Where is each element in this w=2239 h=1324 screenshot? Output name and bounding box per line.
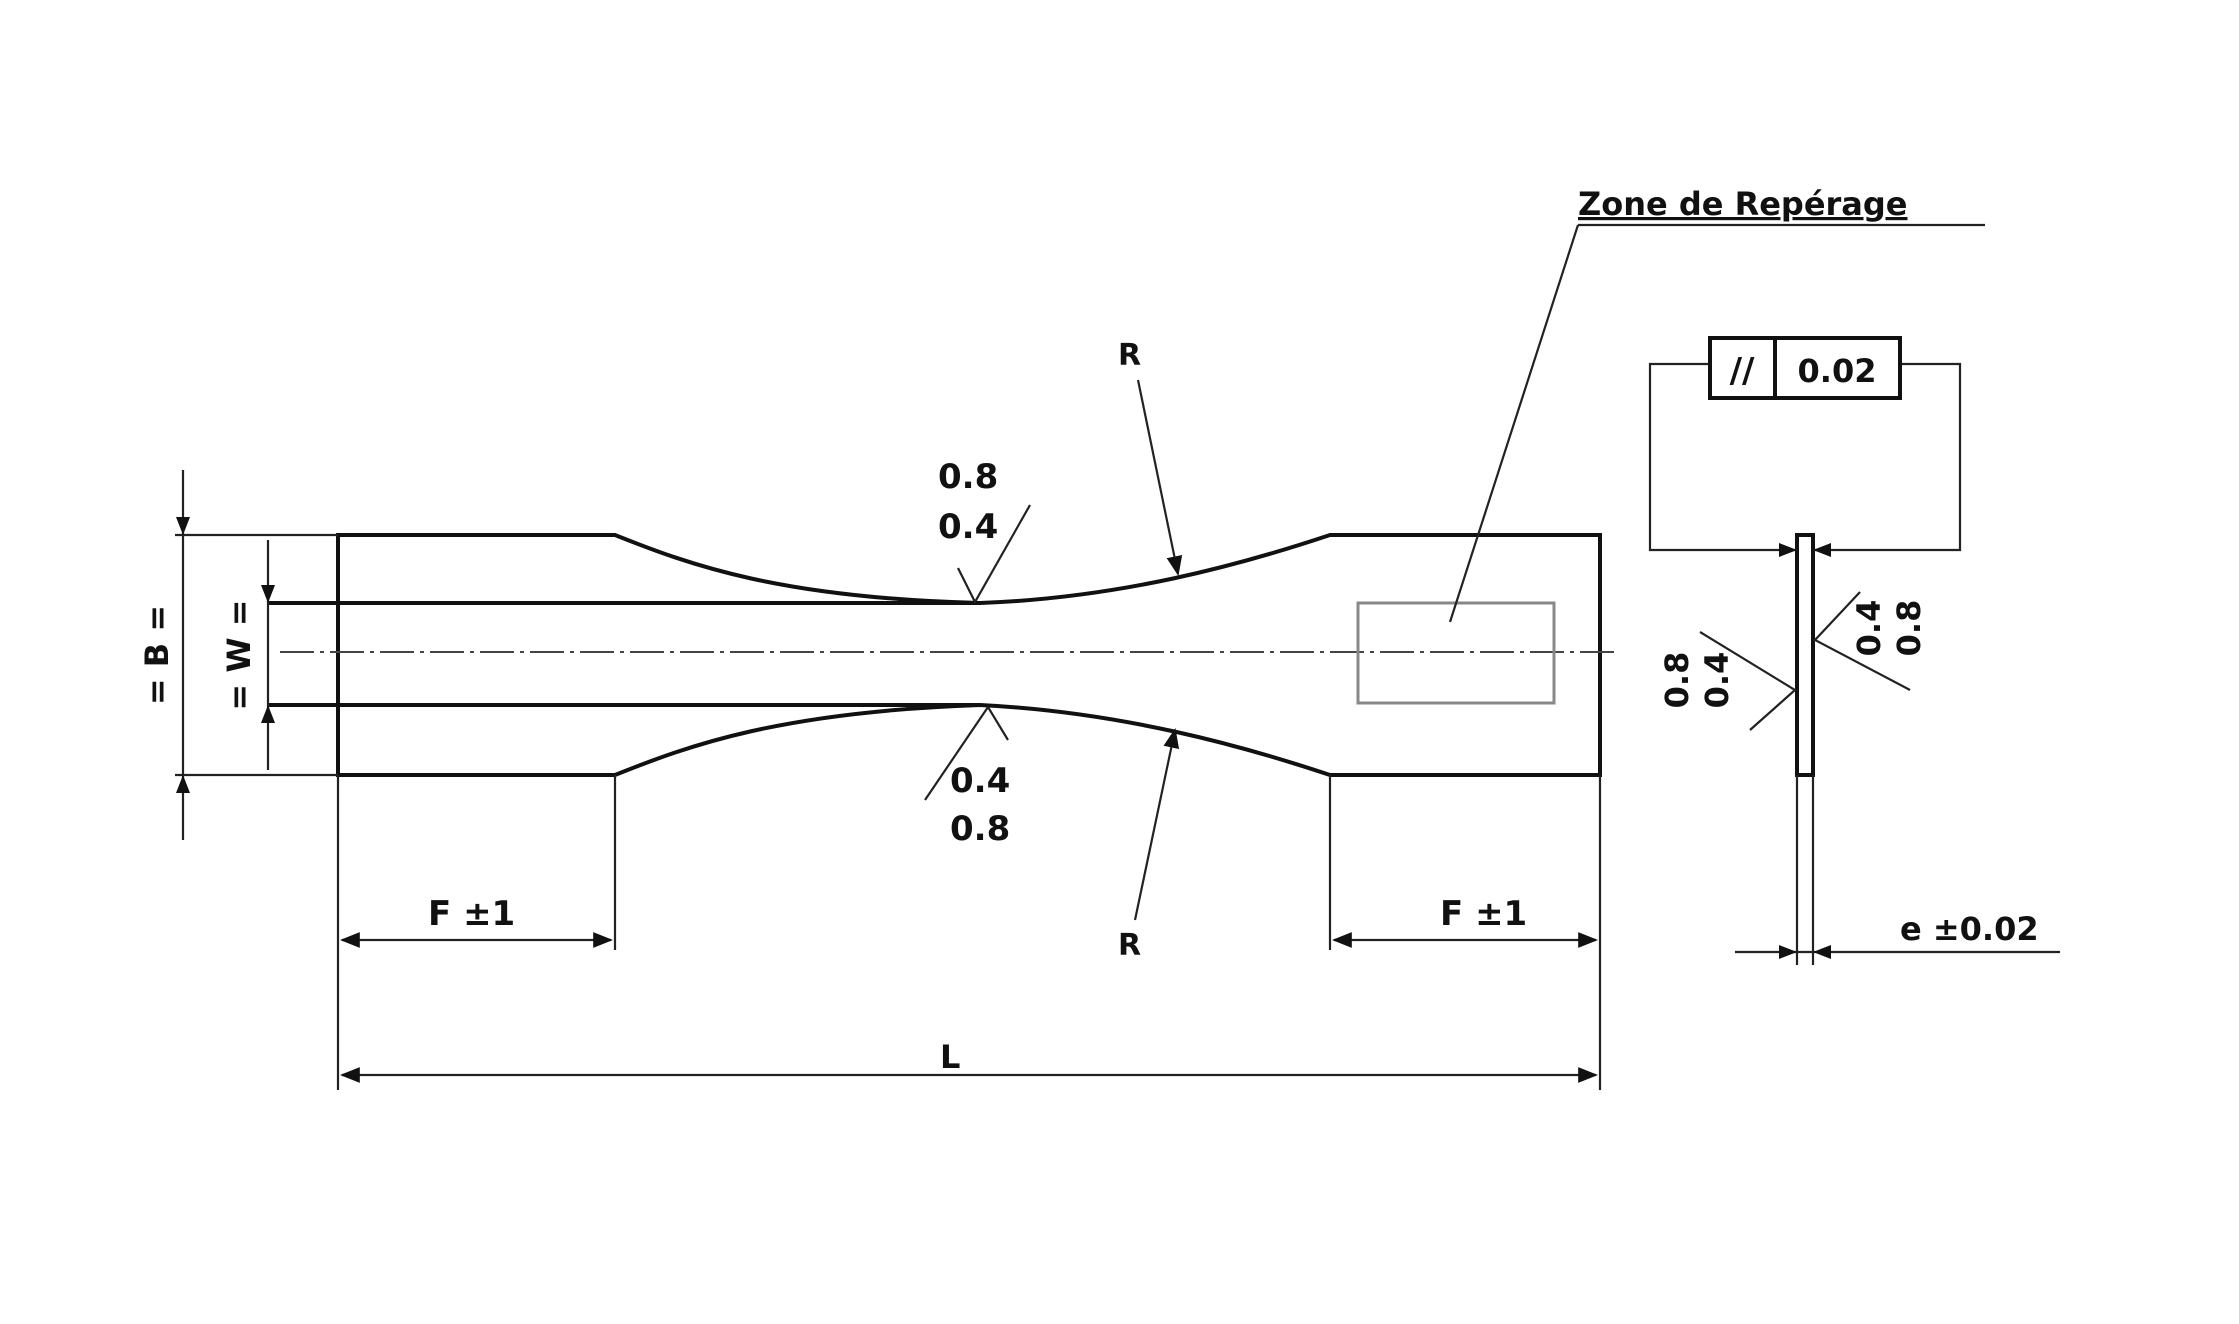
roughness-side-right-1: 0.4 (1850, 600, 1888, 657)
radius-leader-top (1138, 380, 1178, 574)
roughness-side-left-2: 0.4 (1698, 652, 1736, 709)
dim-l-label: L (940, 1038, 960, 1076)
specimen-outline (338, 535, 1600, 775)
side-view (1797, 535, 1813, 775)
dim-f-left-label: F ±1 (428, 894, 515, 934)
dim-b-label: = B = (138, 605, 176, 705)
roughness-bottom-1: 0.4 (950, 761, 1010, 801)
dim-f-right-label: F ±1 (1440, 894, 1527, 934)
roughness-bottom-2: 0.8 (950, 809, 1010, 849)
radius-label-bottom: R (1118, 928, 1141, 963)
dim-w-label: = W = (220, 599, 258, 710)
roughness-top-2: 0.4 (938, 507, 998, 547)
radius-label-top: R (1118, 338, 1141, 373)
roughness-side-right-2: 0.8 (1890, 600, 1928, 657)
tolerance-arrow-left (1779, 543, 1797, 557)
roughness-side-left-1: 0.8 (1658, 652, 1696, 709)
tolerance-value: 0.02 (1798, 352, 1877, 390)
tolerance-symbol: // (1730, 351, 1755, 391)
zone-leader (1450, 225, 1578, 622)
tolerance-arrow-right (1813, 543, 1831, 557)
radius-leader-bottom (1135, 730, 1175, 920)
roughness-top-1: 0.8 (938, 457, 998, 497)
zone-label: Zone de Repérage (1578, 185, 1908, 223)
dim-e-label: e ±0.02 (1900, 910, 2039, 948)
